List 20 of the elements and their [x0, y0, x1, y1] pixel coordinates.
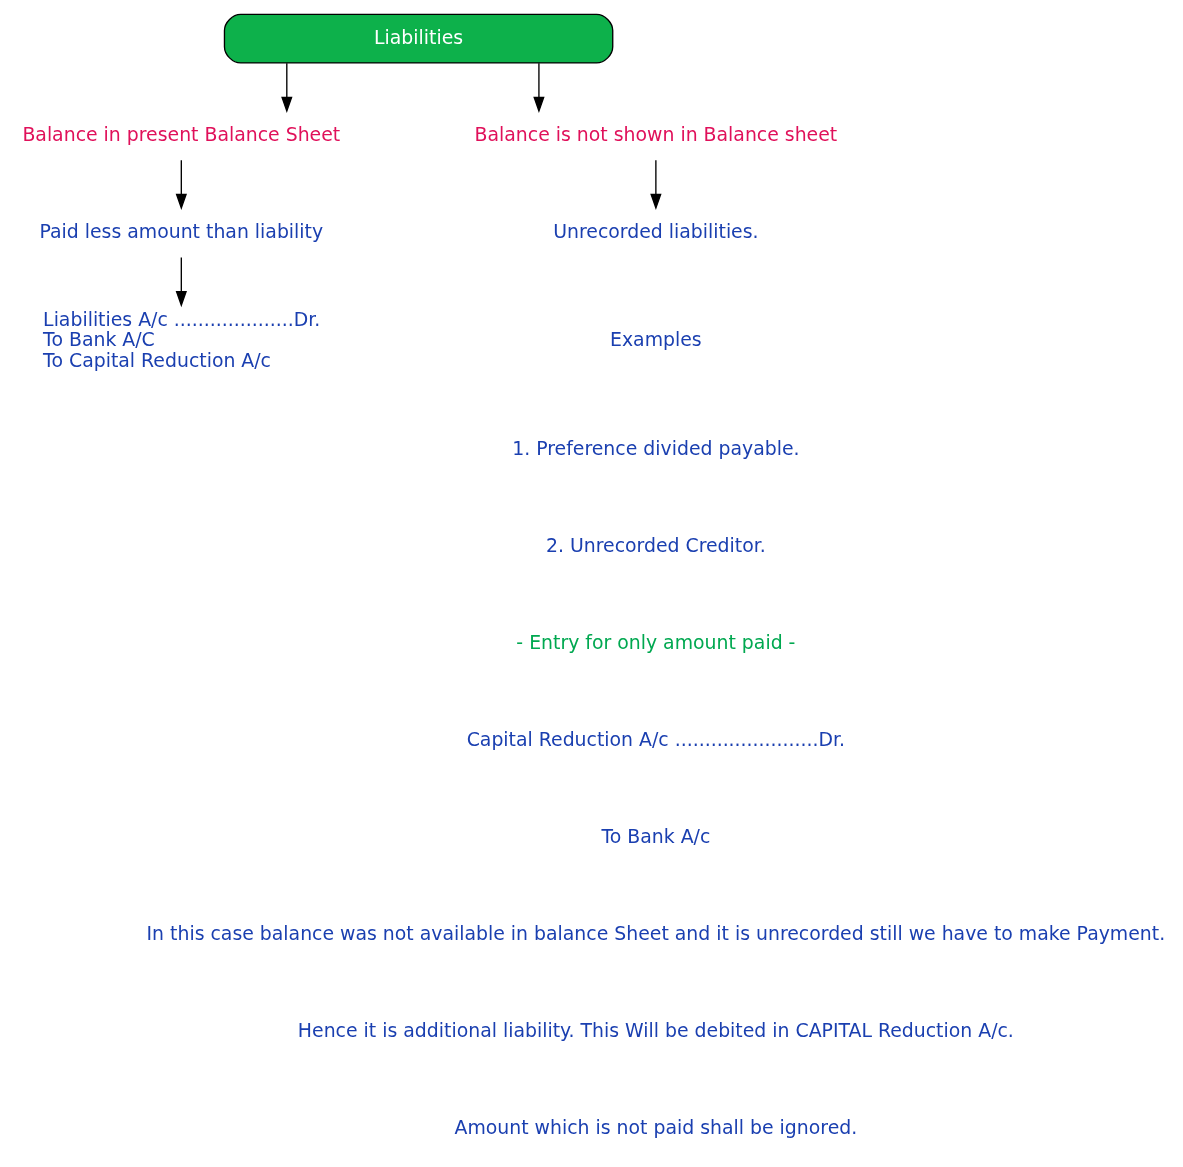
node-text: Unrecorded liabilities. — [553, 219, 759, 242]
node-text: Liabilities A/c ....................Dr. To Bank A/C To Capital Reduction A/c — [43, 307, 321, 371]
label: Amount which is not paid shall be ignored. — [454, 1115, 858, 1138]
arrow — [533, 62, 545, 113]
label: 1. Preference divided payable. — [512, 436, 800, 459]
arrow — [175, 159, 187, 210]
arrow — [175, 256, 187, 307]
node-text: Balance in present Balance Sheet — [22, 122, 341, 145]
arrow — [650, 159, 662, 210]
label: In this case balance was not available in balance Sheet and it is unrecorded still we have to make Payment. — [146, 921, 1166, 944]
label: - Entry for only amount paid - — [516, 630, 796, 653]
label: To Bank A/c — [601, 824, 711, 847]
label: Hence it is additional liability. This Will be debited in CAPITAL Reduction A/c. — [297, 1018, 1014, 1041]
node-box: Liabilities — [223, 13, 614, 64]
node-text: Balance is not shown in Balance sheet — [474, 122, 838, 145]
node-text: Paid less amount than liability — [39, 219, 324, 242]
label: Capital Reduction A/c ........................Dr. — [466, 727, 846, 750]
label: Examples — [610, 327, 702, 350]
label: 2. Unrecorded Creditor. — [545, 533, 766, 556]
arrow — [281, 62, 293, 113]
